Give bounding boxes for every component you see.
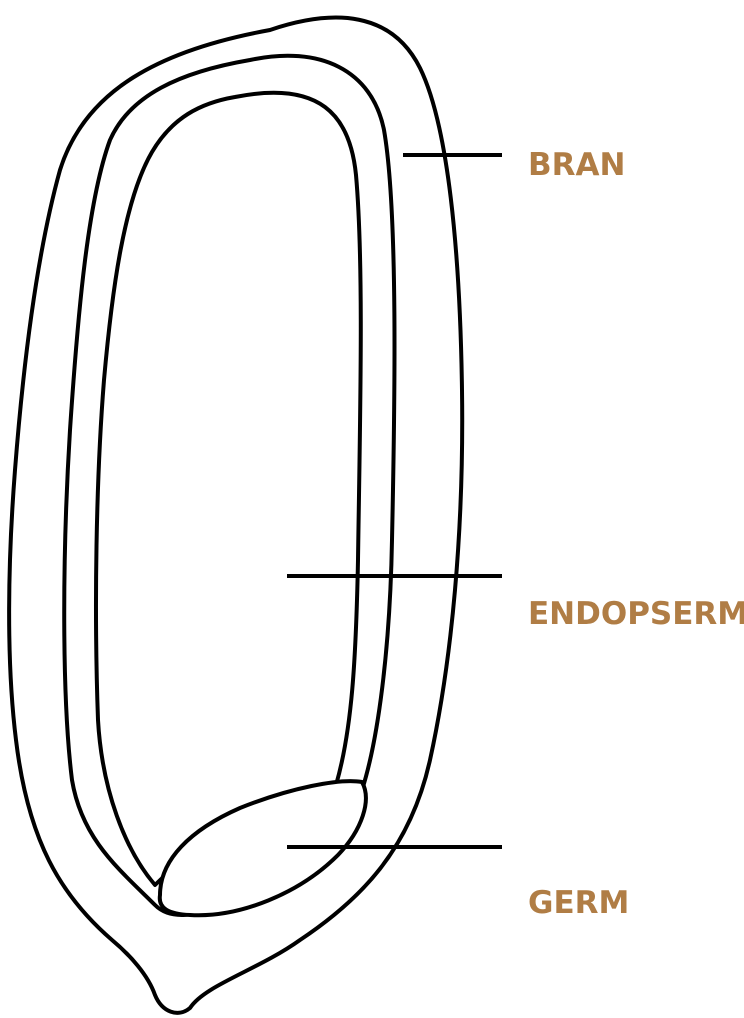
bran-label: BRAN [528, 150, 625, 181]
endosperm-outline [96, 93, 361, 885]
germ-label: GERM [528, 888, 629, 919]
endosperm-label: ENDOPSERM [528, 599, 744, 630]
